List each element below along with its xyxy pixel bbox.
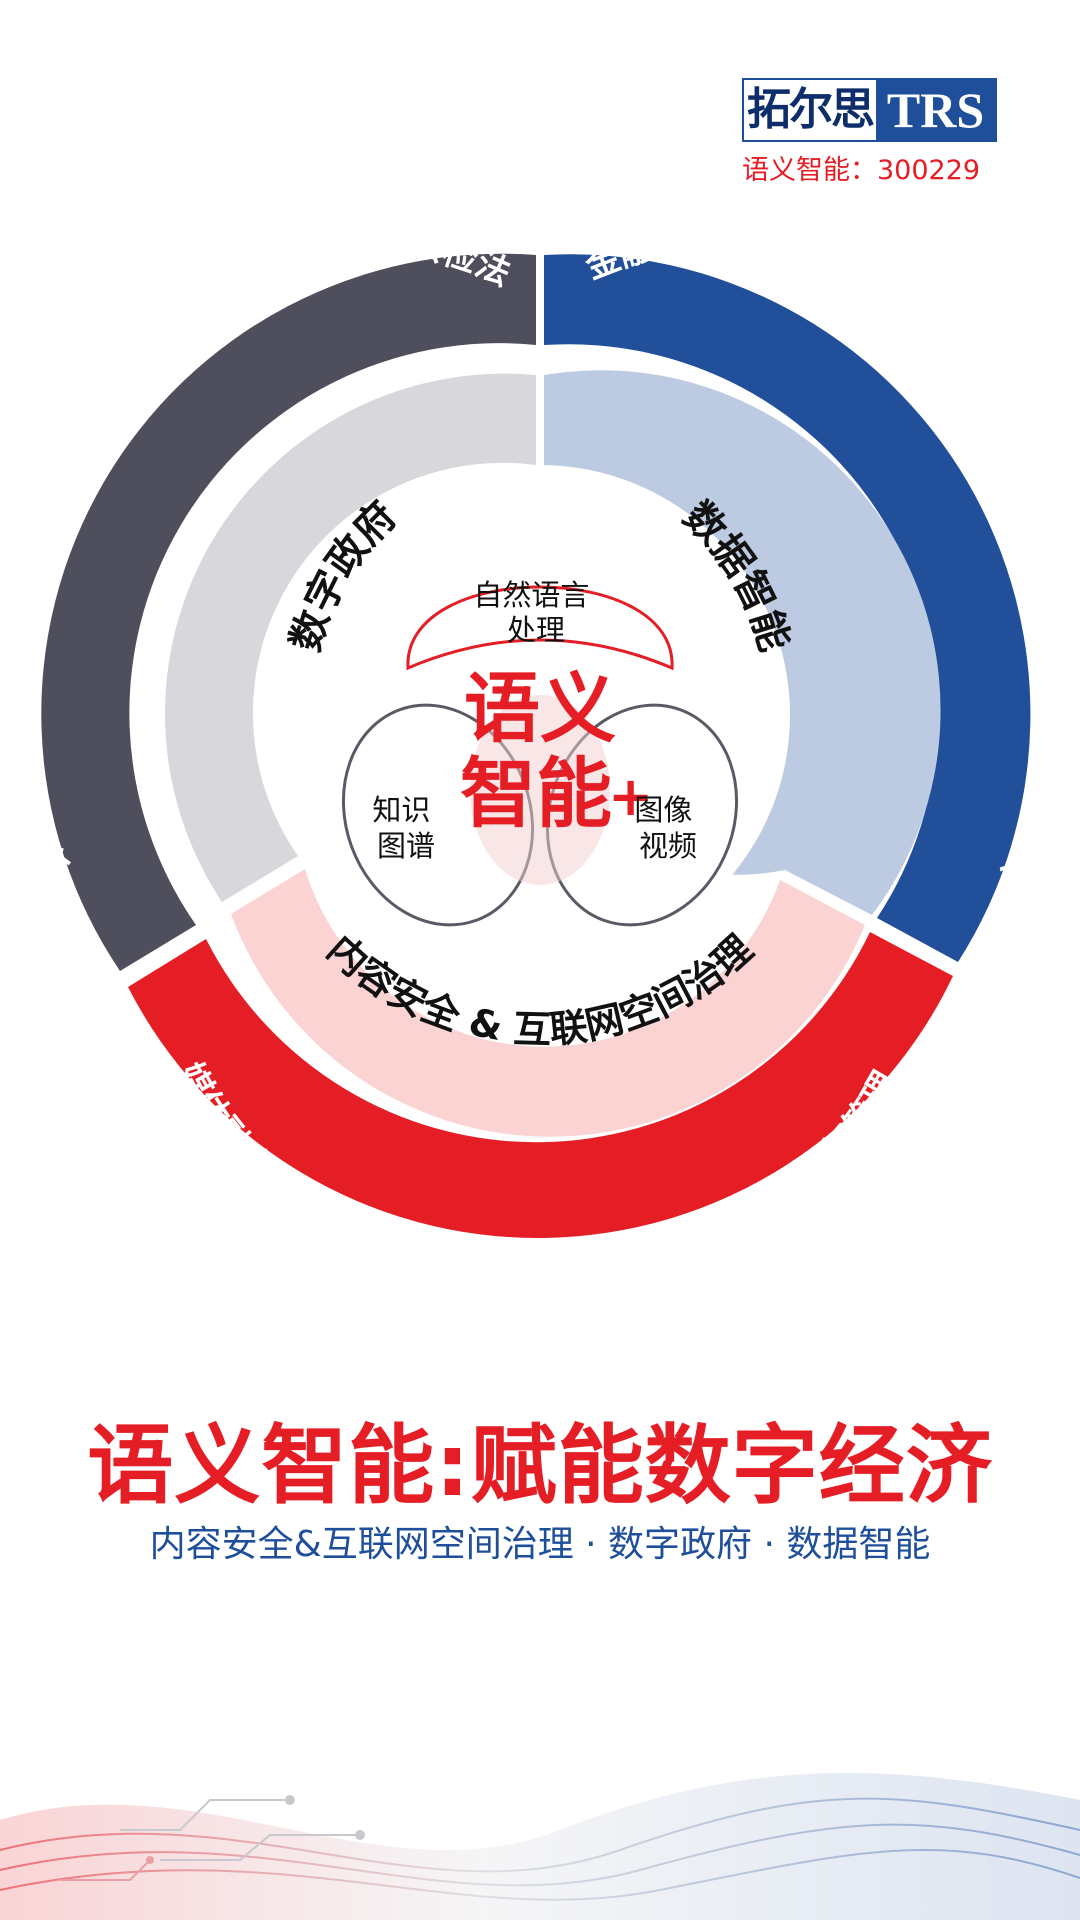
security-inner-ring [231, 869, 865, 1137]
decorative-wave-graphic [0, 1772, 1080, 1920]
center-plus: + [608, 765, 653, 828]
logo-chinese-name: 拓尔思 [744, 80, 876, 140]
nlp-label: 自然语言 处理 [473, 578, 598, 647]
logo-english-name: TRS [876, 80, 995, 140]
kg-label: 知识 图谱 [372, 793, 439, 863]
data-outer-ring [544, 254, 1031, 963]
image-label: 图像 视频 [634, 793, 701, 863]
lobe-overlap-shade [470, 695, 610, 885]
nlp-lobe [406, 585, 674, 671]
security-item-2: 内容审核 [590, 1223, 729, 1301]
gov-inner-ring [165, 373, 536, 903]
gov-outer-ring [41, 253, 536, 971]
center-title-line2: 智能 [460, 749, 612, 838]
sub-headline: 内容安全&互联网空间治理 · 数字政府 · 数据智能 [149, 1524, 931, 1565]
stock-code-line: 语义智能：300229 [742, 155, 981, 186]
main-headline: 语义智能:赋能数字经济 [87, 1416, 993, 1516]
center-title-line1: 语义 [464, 664, 616, 753]
data-item-1: 营销科技 [889, 255, 1025, 368]
gov-item-1: 政府大数据 [0, 429, 26, 606]
gov-item-2: 专利大数据 [78, 231, 249, 348]
trs-logo: 拓尔思 TRS [742, 78, 997, 142]
security-outer-ring [128, 932, 953, 1239]
